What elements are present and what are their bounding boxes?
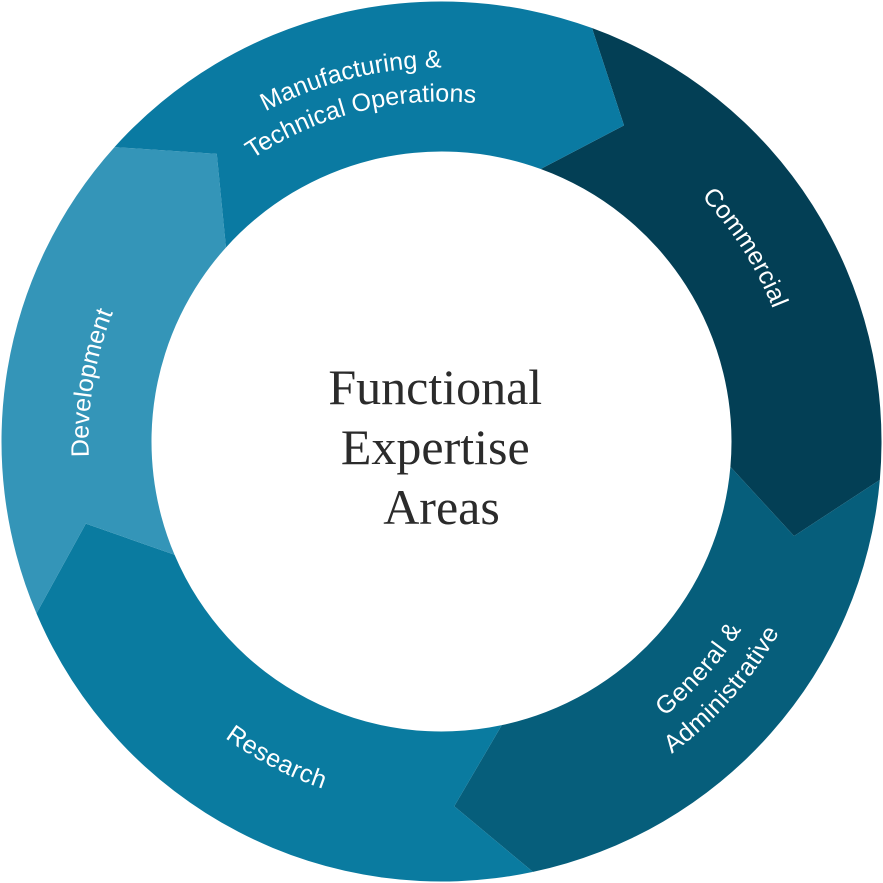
center-circle: [141, 141, 742, 742]
segment-commercial: [540, 28, 882, 536]
center-title: Functional Expertise Areas: [328, 359, 554, 535]
center-title-line-1: Functional: [328, 359, 542, 415]
segment-research: [36, 523, 533, 882]
segment-general-administrative: [454, 466, 880, 872]
segment-development: [1, 147, 226, 614]
center-title-line-2: Expertise: [341, 419, 530, 475]
center-title-line-3: Areas: [383, 479, 500, 535]
segment-manufacturing-technical-operations: [114, 1, 625, 248]
